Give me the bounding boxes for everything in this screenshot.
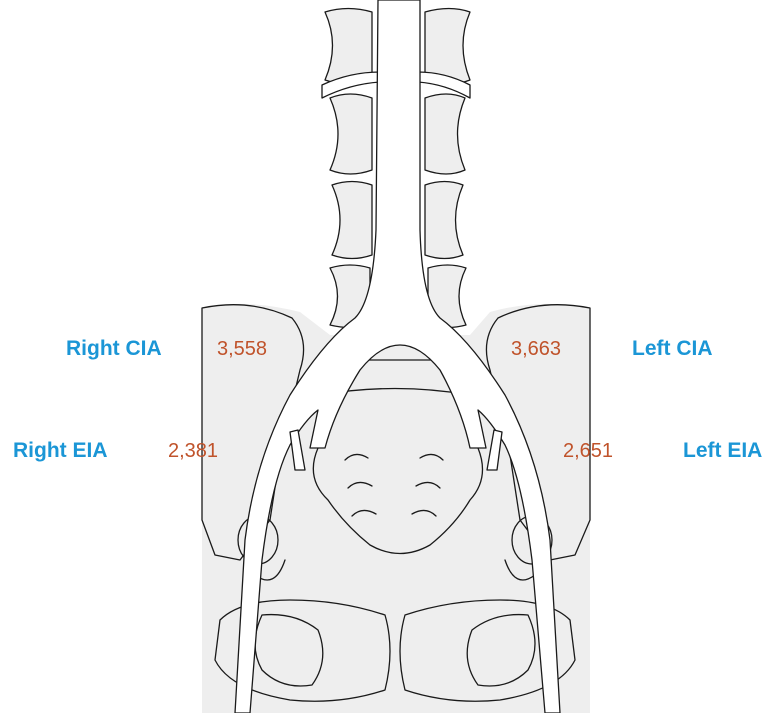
right-cia-label: Right CIA: [66, 338, 162, 359]
right-eia-label: Right EIA: [13, 440, 108, 461]
left-cia-label: Left CIA: [632, 338, 713, 359]
right-eia-value: 2,381: [168, 441, 218, 461]
left-cia-value: 3,663: [511, 339, 561, 359]
right-cia-value: 3,558: [217, 339, 267, 359]
left-eia-value: 2,651: [563, 441, 613, 461]
left-eia-label: Left EIA: [683, 440, 762, 461]
